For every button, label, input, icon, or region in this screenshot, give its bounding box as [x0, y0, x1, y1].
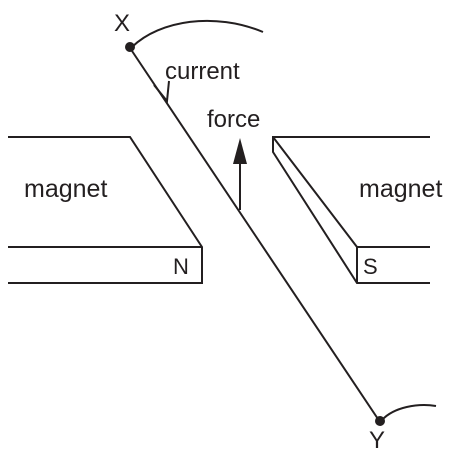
- wire: [129, 47, 381, 423]
- force-arrowhead: [233, 138, 247, 164]
- magnet-label-left: magnet: [24, 175, 108, 203]
- endpoint-label-y: Y: [369, 427, 386, 454]
- endpoint-label-x: X: [114, 10, 131, 37]
- force-label: force: [207, 106, 261, 133]
- terminal-dot-x: [125, 42, 135, 52]
- current-label: current: [165, 58, 240, 85]
- magnet-label-right: magnet: [359, 175, 443, 203]
- current-arrowhead: [153, 80, 170, 104]
- pole-label-s: S: [363, 254, 378, 279]
- terminal-dot-y: [375, 416, 385, 426]
- wire-lead-top: [131, 19, 264, 48]
- pole-label-n: N: [173, 254, 189, 279]
- left-magnet: [8, 136, 203, 284]
- wire-lead-bottom: [381, 404, 437, 421]
- right-magnet: [272, 136, 430, 284]
